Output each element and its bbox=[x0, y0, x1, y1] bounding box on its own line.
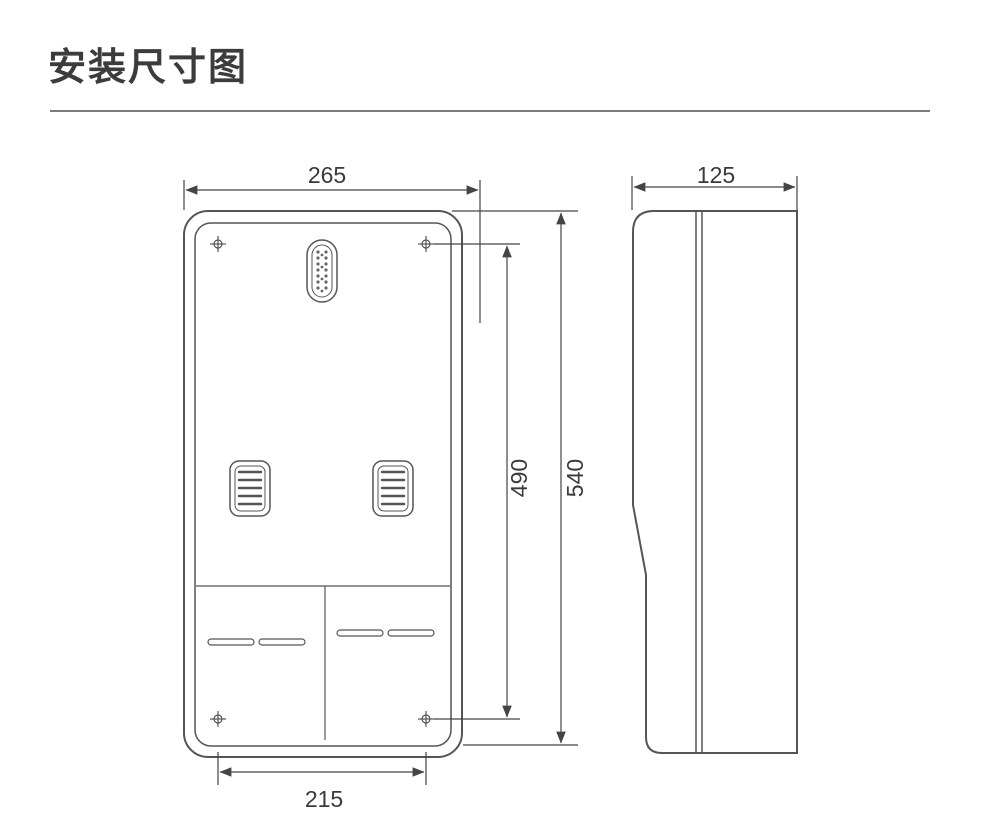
dimension-lines bbox=[183, 176, 798, 785]
front-view bbox=[183, 210, 463, 758]
dim-label-height-mounting: 490 bbox=[506, 459, 532, 497]
title-divider bbox=[50, 110, 930, 112]
dim-label-width-mounting: 215 bbox=[305, 786, 343, 812]
vent-right bbox=[372, 460, 414, 517]
vent-left bbox=[229, 460, 271, 517]
mounting-hole-top-left bbox=[210, 236, 226, 252]
mounting-hole-top-right bbox=[418, 236, 434, 252]
side-view bbox=[632, 210, 798, 754]
slot-mark bbox=[207, 638, 255, 646]
dim-label-depth-side: 125 bbox=[697, 162, 735, 188]
mounting-hole-bottom-left bbox=[210, 711, 226, 727]
dim-label-width-front: 265 bbox=[308, 162, 346, 188]
slot-mark bbox=[258, 638, 306, 646]
top-connector bbox=[306, 239, 338, 303]
page-title: 安装尺寸图 bbox=[48, 45, 249, 89]
front-outer-frame bbox=[183, 210, 463, 758]
front-inner-panel bbox=[194, 222, 452, 747]
mounting-hole-bottom-right bbox=[418, 711, 434, 727]
side-profile bbox=[632, 210, 798, 754]
dim-label-height-total: 540 bbox=[562, 459, 588, 497]
slot-mark bbox=[336, 629, 384, 637]
slot-mark bbox=[387, 629, 435, 637]
